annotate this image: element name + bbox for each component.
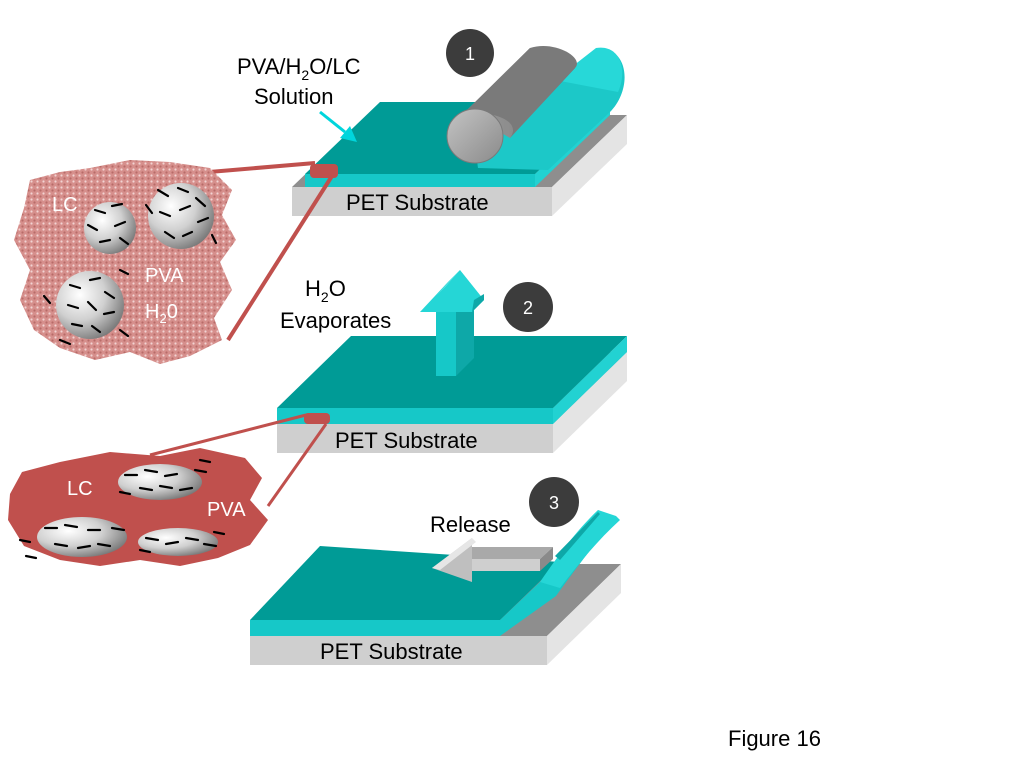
step1-substrate-label: PET Substrate [346,190,489,215]
step2-evaporation-arrow [420,270,484,376]
step1-zoom-line-bottom [226,174,334,342]
step1-solution-label-line2: Solution [254,84,334,109]
step2-number-badge [503,282,553,332]
step1-sample-spot [310,164,338,178]
step3-release-label: Release [430,512,511,537]
step3-group: Release PET Substrate 3 [250,477,621,665]
step1-solution-label: PVA/H2O/LC [237,54,361,83]
step2-inset-pva-label: PVA [207,499,246,521]
step3-substrate-label: PET Substrate [320,639,463,664]
step2-group: LC PVA H2O Evaporates PET Substrate 2 [8,270,627,566]
lc-droplet [37,517,127,557]
step1-inset-h2o-label: H20 [145,301,178,326]
step2-substrate-label: PET Substrate [335,428,478,453]
step1-number: 1 [465,44,475,64]
step2-sample-spot [304,413,330,424]
step1-group: LC PVA H20 PVA/H2O/LC Solution PET Subst… [14,29,627,364]
step2-zoom-line-bottom [266,423,328,507]
step1-pointer-arrow [319,110,357,142]
step3-number: 3 [549,493,559,513]
step2-number: 2 [523,298,533,318]
figure-caption: Figure 16 [728,726,821,751]
step2-zoom-line-top [149,413,307,457]
step2-inset: LC PVA [8,448,268,566]
step1-inset-lc-label: LC [52,194,78,216]
step2-inset-lc-label: LC [67,478,93,500]
lc-molecules [42,186,218,346]
step1-roller [446,46,577,164]
step1-number-badge [446,29,494,77]
lc-droplet [118,464,202,500]
step1-inset: LC PVA H20 [14,160,236,364]
step1-inset-pva-label: PVA [145,265,184,287]
step2-evap-label-line2: Evaporates [280,308,391,333]
step2-evap-label: H2O [305,276,346,305]
lc-molecules [18,458,226,560]
step3-release-arrow [432,538,553,582]
step3-number-badge [529,477,579,527]
lc-droplet [148,183,214,249]
